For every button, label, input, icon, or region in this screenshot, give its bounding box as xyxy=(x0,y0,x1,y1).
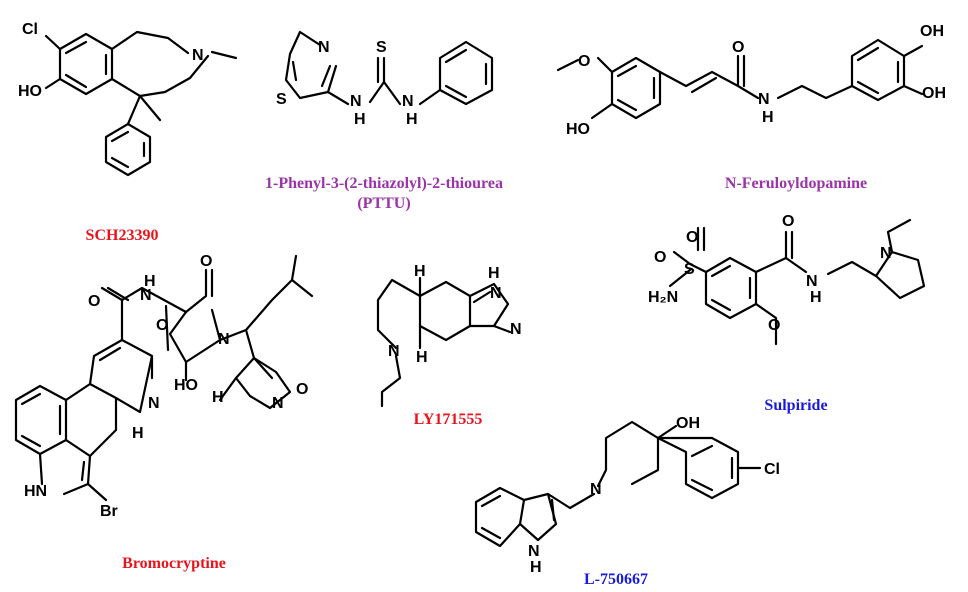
atom-o: O xyxy=(200,253,212,270)
sch23390-label: SCH23390 xyxy=(86,227,159,244)
atom-n: N xyxy=(350,93,362,110)
atom-h: H xyxy=(414,263,426,280)
atom-s: S xyxy=(376,39,387,56)
atom-h: H xyxy=(406,111,418,128)
atom-h: H xyxy=(416,349,428,366)
atom-n: N xyxy=(880,245,892,262)
l-750667-label: L-750667 xyxy=(584,571,648,588)
atom-o: O xyxy=(732,39,744,56)
atom-oh: OH xyxy=(920,23,944,40)
atom-n: N xyxy=(806,273,818,290)
atom-ho: HO xyxy=(174,377,198,394)
atom-cl: Cl xyxy=(22,21,38,38)
atom-oh: OH xyxy=(676,415,700,432)
atom-h2n: H₂N xyxy=(648,289,678,306)
atom-h: H xyxy=(810,289,822,306)
pttu-label-line2: (PTTU) xyxy=(357,195,410,212)
n-feruloyldopamine-structure: O HO O N H OH OH xyxy=(556,23,946,138)
atom-n: N xyxy=(758,91,770,108)
atom-n: N xyxy=(590,481,602,498)
atom-nh: N xyxy=(140,287,152,304)
atom-h: H xyxy=(354,111,366,128)
atom-n: N xyxy=(218,331,230,348)
atom-ho: HO xyxy=(566,121,590,138)
atom-n: N xyxy=(402,93,414,110)
pttu-label-line1: 1-Phenyl-3-(2-thiazolyl)-2-thiourea xyxy=(265,175,503,192)
atom-n: N xyxy=(272,395,284,412)
atom-oh: OH xyxy=(922,85,946,102)
l-750667-structure: N OH Cl N H xyxy=(474,415,780,576)
atom-n: N xyxy=(528,543,540,560)
atom-o: O xyxy=(296,381,308,398)
sulpiride-structure: O O S H₂N O N H N O xyxy=(648,213,926,346)
bromocryptine-label: Bromocryptine xyxy=(122,555,226,572)
atom-n: N xyxy=(388,343,400,360)
sulpiride-label: Sulpiride xyxy=(764,397,827,414)
atom-h: H xyxy=(488,265,500,282)
ly171555-structure: H N H H N N xyxy=(376,263,522,408)
atom-o: O xyxy=(768,317,780,334)
atom-ho: HO xyxy=(18,83,42,100)
sch23390-structure: Cl HO N xyxy=(18,21,238,177)
atom-n: N xyxy=(510,321,522,338)
atom-n: N xyxy=(318,39,330,56)
atom-o: O xyxy=(782,213,794,230)
atom-o: O xyxy=(686,229,698,246)
atom-br: Br xyxy=(100,503,118,520)
atom-h: H xyxy=(762,109,774,126)
atom-s: S xyxy=(684,261,695,278)
pttu-structure: N S S N H N H xyxy=(276,30,494,128)
n-feruloyldopamine-label: N-Feruloyldopamine xyxy=(725,175,867,192)
atom-h: H xyxy=(212,389,224,406)
atom-o: O xyxy=(654,249,666,266)
atom-o: O xyxy=(88,293,100,310)
atom-s: S xyxy=(276,91,287,108)
atom-n: N xyxy=(148,395,160,412)
atom-n: N xyxy=(490,285,502,302)
atom-h: H xyxy=(530,559,542,576)
atom-hn: HN xyxy=(24,483,47,500)
atom-h: H xyxy=(144,273,156,290)
atom-cl: Cl xyxy=(764,461,780,478)
atom-o: O xyxy=(578,53,590,70)
atom-h: H xyxy=(132,425,144,442)
atom-n: N xyxy=(192,47,204,64)
bromocryptine-structure: O N H O O N HO H N O N H HN Br xyxy=(14,253,314,520)
ly171555-label: LY171555 xyxy=(414,411,483,428)
atom-o: O xyxy=(156,317,168,334)
